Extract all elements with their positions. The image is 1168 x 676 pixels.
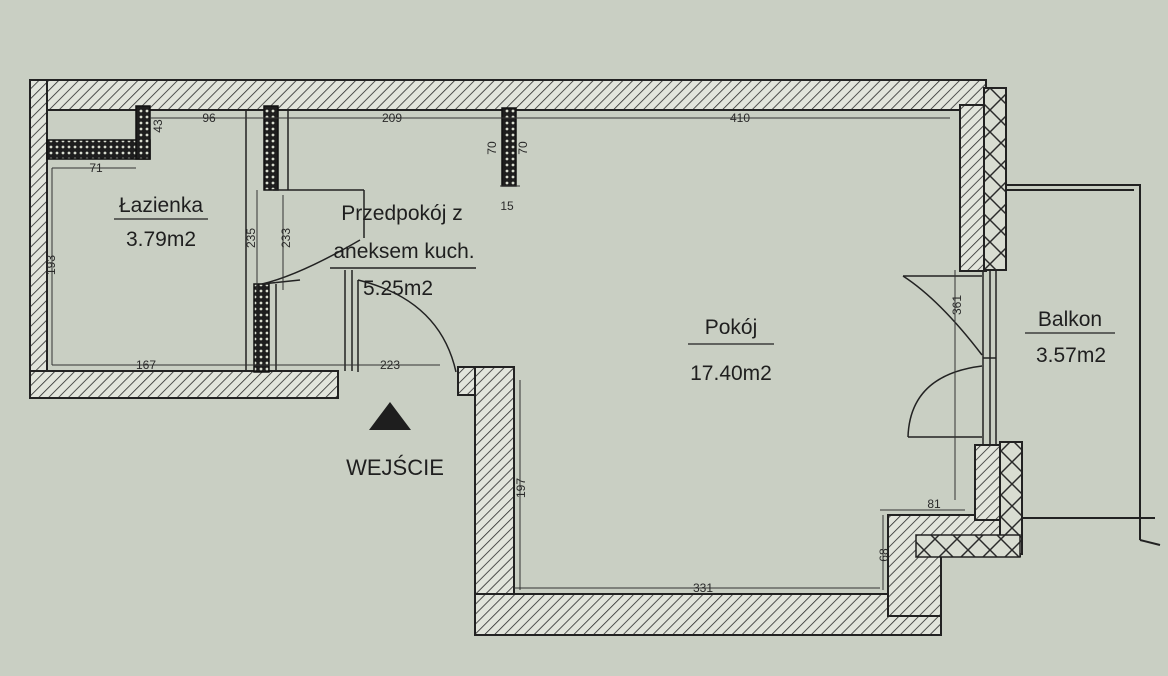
balcony-area: 3.57m2 <box>1036 344 1106 367</box>
entrance-label: WEJŚCIE <box>346 455 444 480</box>
dim-43: 43 <box>151 119 165 133</box>
balcony-outline <box>1006 184 1161 546</box>
bathroom-shaft-horizontal <box>46 139 151 160</box>
dimension-lines <box>51 117 965 590</box>
thin-partition-lines <box>245 110 476 371</box>
dim-235: 235 <box>244 228 258 248</box>
dim-68: 68 <box>877 548 891 562</box>
balcony-door-frame <box>982 271 997 445</box>
dim-167: 167 <box>136 358 156 372</box>
bathroom-name: Łazienka <box>119 194 203 217</box>
room-labels: Łazienka 3.79m2 Przedpokój z aneksem kuc… <box>114 194 1115 385</box>
doors <box>261 239 983 438</box>
wall-left <box>29 79 48 399</box>
entrance-door-swing <box>357 279 457 373</box>
dim-361: 361 <box>950 295 964 315</box>
interior-partitions <box>46 105 517 373</box>
ventilation-column <box>501 107 517 187</box>
dimension-labels: 96 43 71 209 410 70 70 15 193 235 233 16… <box>44 111 964 595</box>
dim-193: 193 <box>44 255 58 275</box>
dim-96: 96 <box>202 111 216 125</box>
wall-room-bottom <box>474 593 942 636</box>
room-name: Pokój <box>705 316 758 339</box>
wall-room-left <box>474 366 515 636</box>
partition-bath-top <box>263 105 279 191</box>
bathroom-door-swing <box>261 239 361 285</box>
wall-top <box>29 79 987 111</box>
hall-name-line2: aneksem kuch. <box>333 240 474 263</box>
balcony-name: Balkon <box>1038 308 1102 331</box>
wall-right-upper <box>959 104 987 272</box>
bathroom-shaft-vertical <box>135 105 151 160</box>
dim-70-right: 70 <box>516 141 530 155</box>
dim-331: 331 <box>693 581 713 595</box>
dim-70-left: 70 <box>485 141 499 155</box>
entrance-arrow-icon <box>369 402 411 430</box>
balcony-door-swing-upper <box>902 275 983 356</box>
dim-197: 197 <box>514 478 528 498</box>
dim-71: 71 <box>89 161 103 175</box>
facade-panel-upper <box>983 87 1007 271</box>
partition-bath-bottom <box>253 283 270 373</box>
dim-209: 209 <box>382 111 402 125</box>
dim-410: 410 <box>730 111 750 125</box>
facade-panel-bottom <box>915 534 1021 558</box>
wall-bottom-left <box>29 370 339 399</box>
balcony-door-swing-lower <box>907 365 983 438</box>
hall-area: 5.25m2 <box>363 277 433 300</box>
room-area: 17.40m2 <box>690 362 772 385</box>
dim-233: 233 <box>279 228 293 248</box>
exterior-walls <box>29 79 1021 636</box>
bathroom-area: 3.79m2 <box>126 228 196 251</box>
wall-right-lower <box>974 444 1002 521</box>
hall-name-line1: Przedpokój z <box>341 202 462 225</box>
dim-223: 223 <box>380 358 400 372</box>
dim-81: 81 <box>927 497 941 511</box>
dim-15: 15 <box>500 199 514 213</box>
